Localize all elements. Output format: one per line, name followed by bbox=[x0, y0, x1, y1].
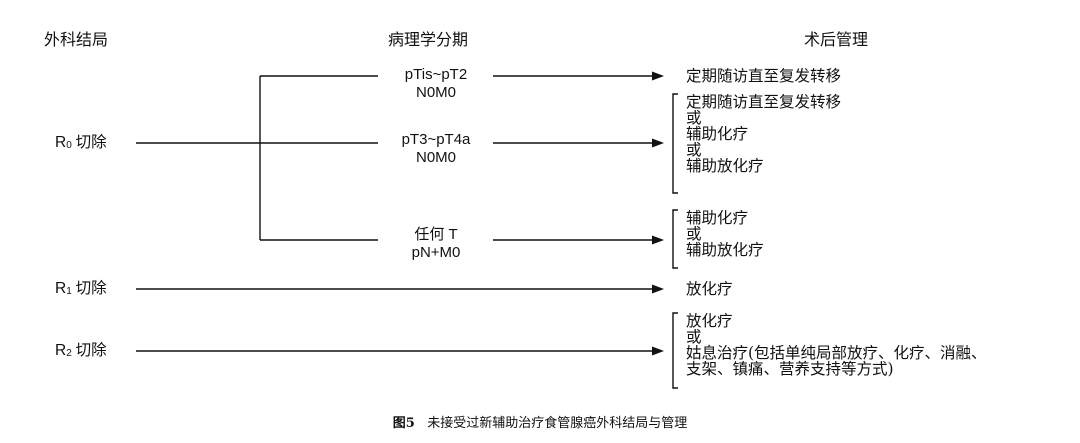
stage-2-line2: N0M0 bbox=[415, 149, 456, 166]
management-5-line: 放化疗 bbox=[686, 312, 733, 330]
arrowhead-1 bbox=[652, 71, 664, 81]
stage-3-line1: 任何 T bbox=[414, 226, 458, 243]
management-5-line: 姑息治疗(包括单纯局部放疗、化疗、消融、 bbox=[686, 344, 987, 362]
outcome-r0: R0 切除 bbox=[55, 133, 107, 151]
outcome-r1: R1 切除 bbox=[55, 279, 107, 297]
bracket-m3 bbox=[672, 209, 678, 269]
arrowhead-5 bbox=[652, 346, 664, 356]
arrowhead-3 bbox=[652, 235, 664, 245]
stage-2-line1: pT3~pT4a bbox=[401, 131, 471, 148]
outcome-r2-letter: R bbox=[55, 342, 67, 359]
management-4: 放化疗 bbox=[686, 281, 733, 297]
outcome-r2-label: 切除 bbox=[75, 341, 107, 359]
outcome-r2-sub: 2 bbox=[66, 348, 72, 359]
management-2-line: 辅助化疗 bbox=[686, 125, 749, 143]
header-management: 术后管理 bbox=[804, 30, 869, 49]
outcome-r1-label: 切除 bbox=[75, 279, 107, 297]
outcome-r0-label: 切除 bbox=[75, 133, 107, 151]
stage-2: pT3~pT4a N0M0 bbox=[356, 131, 516, 167]
management-4-line: 放化疗 bbox=[686, 280, 733, 298]
header-stage: 病理学分期 bbox=[388, 30, 469, 49]
bracket-m2 bbox=[672, 93, 678, 194]
stage-1-line2: N0M0 bbox=[415, 84, 456, 101]
outcome-r0-letter: R bbox=[55, 134, 67, 151]
arrowhead-4 bbox=[652, 284, 664, 294]
stage-1-line1: pTis~pT2 bbox=[404, 66, 468, 83]
management-3-line: 辅助化疗 bbox=[686, 209, 749, 227]
outcome-r0-sub: 0 bbox=[66, 140, 72, 151]
management-2: 定期随访直至复发转移 或 辅助化疗 或 辅助放化疗 bbox=[686, 94, 841, 174]
header-outcome: 外科结局 bbox=[44, 30, 109, 49]
stage-3-line2: pN+M0 bbox=[411, 244, 461, 261]
outcome-r1-letter: R bbox=[55, 280, 67, 297]
stage-3: 任何 T pN+M0 bbox=[356, 226, 516, 262]
management-1-line: 定期随访直至复发转移 bbox=[686, 67, 842, 85]
management-3: 辅助化疗 或 辅助放化疗 bbox=[686, 210, 764, 258]
bracket-m5 bbox=[672, 312, 678, 389]
management-2-line: 或 bbox=[686, 109, 702, 127]
management-5: 放化疗 或 姑息治疗(包括单纯局部放疗、化疗、消融、 支架、镇痛、营养支持等方式… bbox=[686, 313, 987, 377]
arrowhead-2 bbox=[652, 138, 664, 148]
outcome-r1-sub: 1 bbox=[66, 286, 72, 297]
management-2-line: 定期随访直至复发转移 bbox=[686, 93, 842, 111]
management-5-line: 支架、镇痛、营养支持等方式) bbox=[686, 360, 894, 378]
management-3-line: 辅助放化疗 bbox=[686, 241, 764, 259]
management-5-line: 或 bbox=[686, 328, 702, 346]
caption-label: 图5 bbox=[392, 416, 415, 431]
management-3-line: 或 bbox=[686, 225, 702, 243]
figure-caption: 图5 未接受过新辅助治疗食管腺癌外科结局与管理 bbox=[0, 417, 1080, 430]
management-2-line: 或 bbox=[686, 141, 702, 159]
management-1: 定期随访直至复发转移 bbox=[686, 68, 841, 84]
caption-text: 未接受过新辅助治疗食管腺癌外科结局与管理 bbox=[427, 416, 688, 431]
outcome-r2: R2 切除 bbox=[55, 341, 107, 359]
stage-1: pTis~pT2 N0M0 bbox=[356, 66, 516, 102]
management-2-line: 辅助放化疗 bbox=[686, 157, 764, 175]
